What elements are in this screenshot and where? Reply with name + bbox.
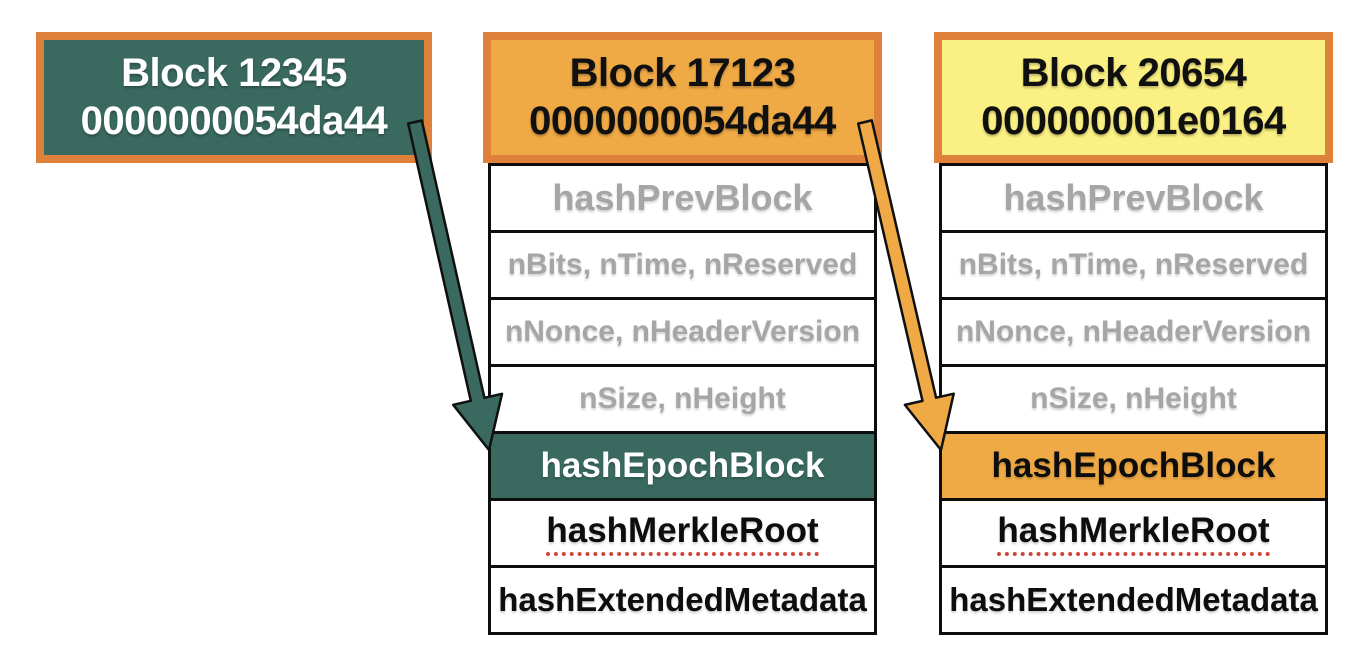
field-row-hash-prev-block: hashPrevBlock — [491, 166, 874, 230]
field-label: nNonce, nHeaderVersion — [504, 315, 861, 348]
field-label: hashMerkleRoot — [997, 511, 1270, 556]
block-fields-table-20654: hashPrevBlock nBits, nTime, nReserved nN… — [939, 163, 1328, 635]
block-header-20654: Block 20654 000000001e0164 — [934, 32, 1333, 163]
block-title: Block 12345 — [121, 51, 347, 96]
field-row-nbits-ntime-nreserved: nBits, nTime, nReserved — [491, 230, 874, 297]
field-row-nbits-ntime-nreserved: nBits, nTime, nReserved — [942, 230, 1325, 297]
field-label: hashPrevBlock — [1003, 177, 1264, 218]
block-hash: 0000000054da44 — [80, 98, 388, 143]
field-row-nnonce-nheaderversion: nNonce, nHeaderVersion — [942, 297, 1325, 364]
field-row-hash-extended-metadata: hashExtendedMetadata — [942, 565, 1325, 632]
block-header-17123: Block 17123 0000000054da44 — [483, 32, 882, 163]
block-title: Block 17123 — [569, 51, 796, 96]
field-row-hash-merkle-root: hashMerkleRoot — [491, 498, 874, 565]
field-row-hash-prev-block: hashPrevBlock — [942, 166, 1325, 230]
field-label: nSize, nHeight — [1030, 382, 1237, 415]
field-row-hash-epoch-block: hashEpochBlock — [942, 431, 1325, 498]
block-fields-table-17123: hashPrevBlock nBits, nTime, nReserved nN… — [488, 163, 877, 635]
block-hash: 000000001e0164 — [981, 98, 1286, 143]
field-label: hashMerkleRoot — [546, 511, 819, 556]
block-hash: 0000000054da44 — [529, 98, 836, 143]
field-label: nSize, nHeight — [579, 382, 786, 415]
field-label: hashEpochBlock — [991, 446, 1276, 485]
field-row-hash-epoch-block: hashEpochBlock — [491, 431, 874, 498]
field-row-nnonce-nheaderversion: nNonce, nHeaderVersion — [491, 297, 874, 364]
field-label: nNonce, nHeaderVersion — [955, 315, 1312, 348]
field-row-nsize-nheight: nSize, nHeight — [491, 364, 874, 431]
field-label: hashExtendedMetadata — [949, 581, 1318, 618]
field-label: hashPrevBlock — [552, 177, 813, 218]
field-row-hash-merkle-root: hashMerkleRoot — [942, 498, 1325, 565]
block-title: Block 20654 — [1020, 51, 1247, 96]
field-label: nBits, nTime, nReserved — [958, 248, 1309, 281]
field-label: nBits, nTime, nReserved — [507, 248, 858, 281]
field-label: hashExtendedMetadata — [498, 581, 867, 618]
field-row-nsize-nheight: nSize, nHeight — [942, 364, 1325, 431]
block-header-12345: Block 12345 0000000054da44 — [36, 32, 432, 163]
field-label: hashEpochBlock — [540, 446, 825, 485]
field-row-hash-extended-metadata: hashExtendedMetadata — [491, 565, 874, 632]
